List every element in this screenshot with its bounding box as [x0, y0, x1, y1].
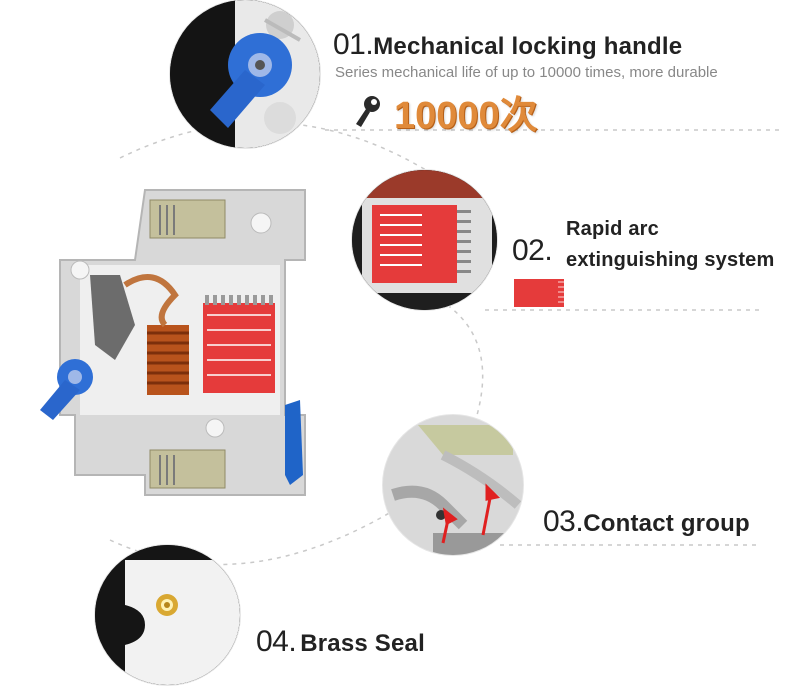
handle-closeup-image: [170, 0, 320, 148]
feature-02-title-line1: Rapid arc: [566, 218, 659, 240]
feature-01-title: Mechanical locking handle: [373, 33, 683, 60]
feature-01-count: 10000次: [394, 95, 538, 137]
feature-04-title: Brass Seal: [300, 630, 425, 657]
feature-01-number: 01.: [333, 28, 374, 61]
wrench-icon: [356, 95, 380, 127]
feature-04-heading: 04.Brass Seal: [256, 625, 425, 659]
feature-04-number: 04.: [256, 625, 297, 658]
feature-02-title-line2: extinguishing system: [566, 249, 775, 271]
contact-group-closeup-image: [383, 415, 523, 555]
arc-chamber-closeup-image: [352, 170, 497, 310]
feature-01-heading: 01.Mechanical locking handle: [333, 28, 682, 62]
arc-plate-thumbnail: [514, 279, 564, 307]
feature-01-subtitle: Series mechanical life of up to 10000 ti…: [335, 64, 718, 81]
feature-01-count-row: 10000次: [352, 84, 538, 139]
feature-02-number: 02.: [512, 234, 553, 267]
circuit-breaker-cutaway-image: [40, 189, 306, 496]
brass-seal-closeup-image: [95, 545, 240, 685]
feature-03-number: 03.: [543, 505, 584, 538]
feature-03-title: Contact group: [583, 510, 750, 537]
feature-03-heading: 03.Contact group: [543, 505, 750, 539]
